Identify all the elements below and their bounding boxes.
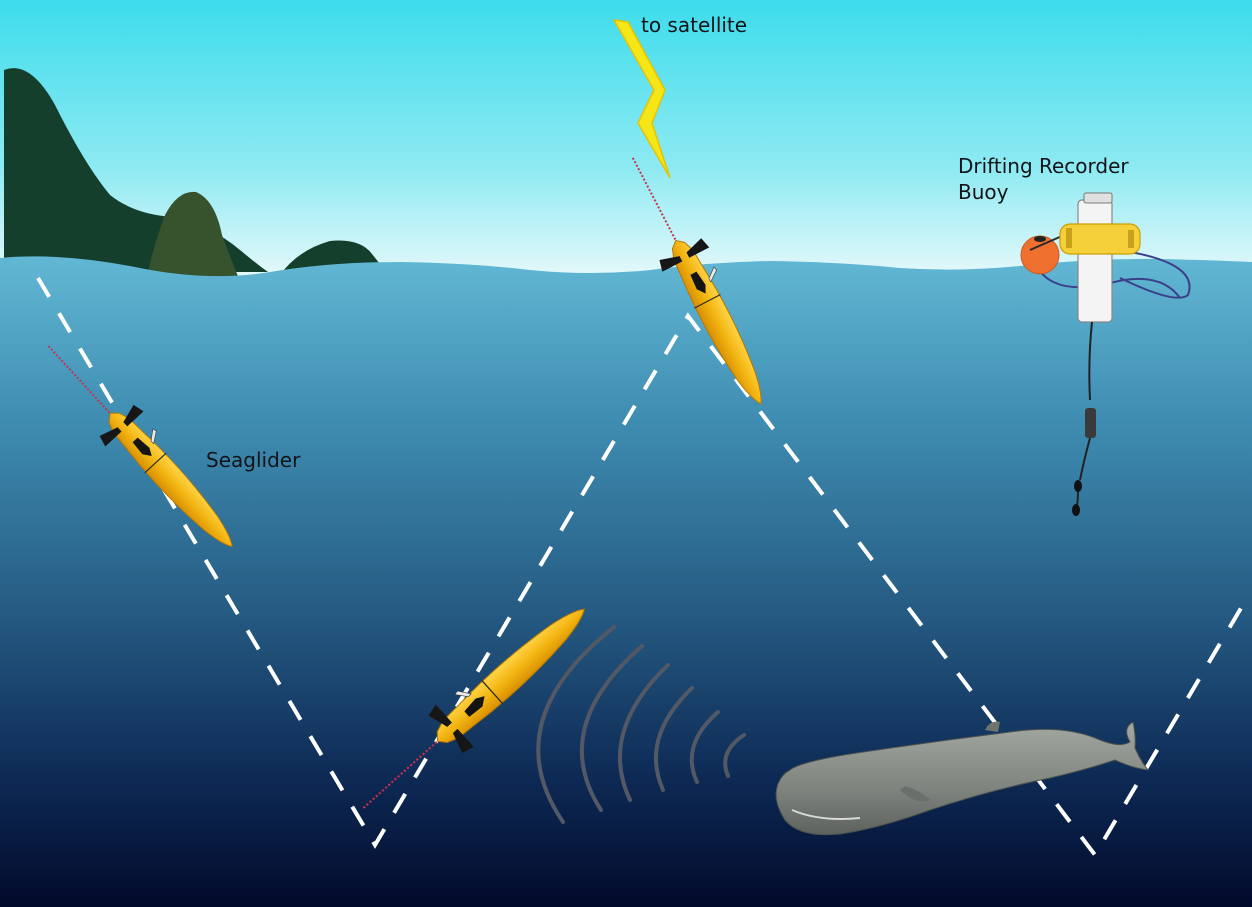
sound-wave-icon: [536, 625, 746, 824]
buoy-label-line-1: Drifting Recorder: [958, 154, 1129, 178]
glider-dive-path: [36, 276, 1249, 859]
seaglider-label: Seaglider: [206, 448, 301, 472]
lightning-icon: [612, 19, 671, 179]
whale-icon: [775, 721, 1150, 836]
ocean-water: [0, 256, 1252, 907]
to-satellite-label: to satellite: [641, 13, 748, 37]
buoy-label-line-2: Buoy: [958, 180, 1009, 204]
drifting-recorder-buoy-label: Drifting Recorder Buoy: [958, 153, 1129, 205]
buoy-icon: [1020, 192, 1191, 516]
